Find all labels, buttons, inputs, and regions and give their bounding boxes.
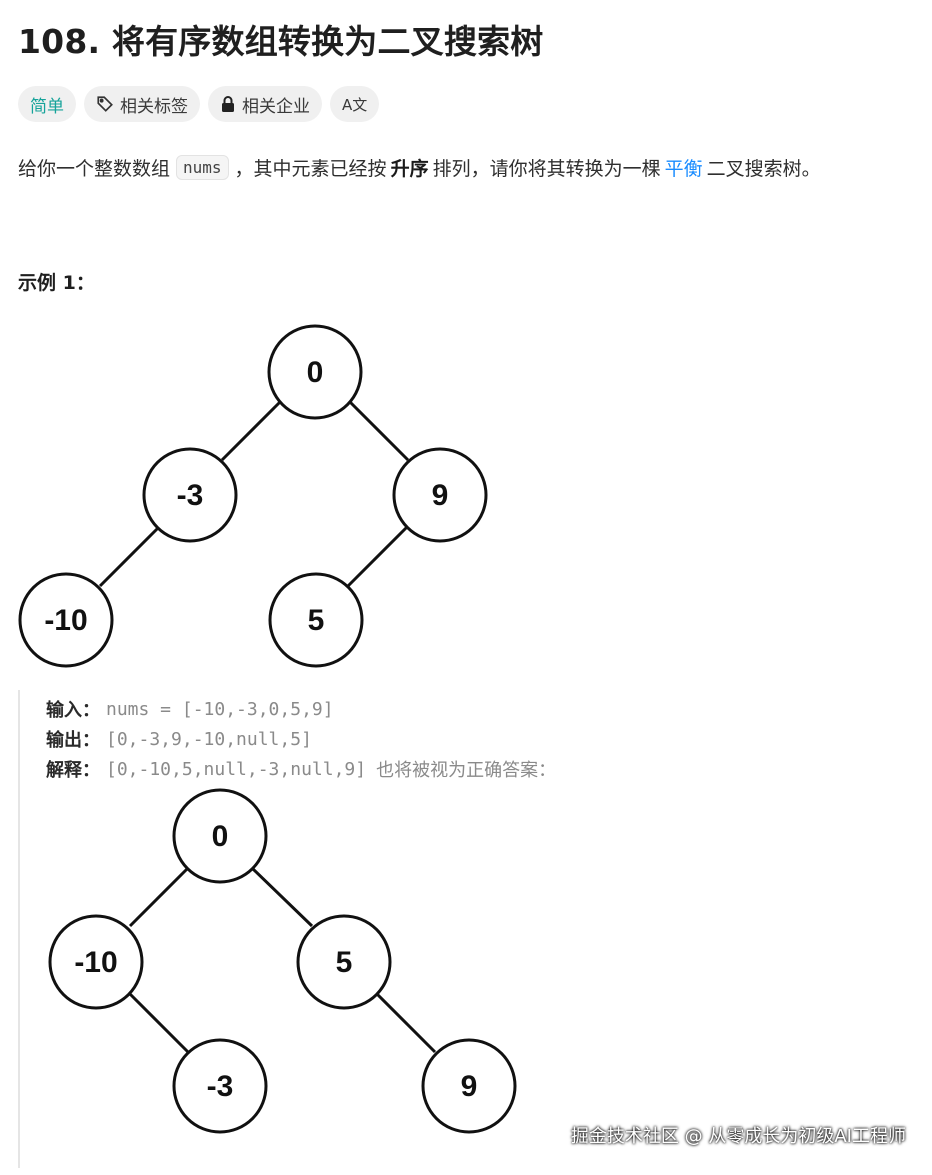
explain-line: 解释： [0,-10,5,null,-3,null,9] 也将被视为正确答案： [46,754,556,784]
tree-diagram-1: 0 -3 9 -10 5 [18,324,488,668]
description-text-2: ，其中元素已经按 [234,157,387,180]
example-io-block: 输入： nums = [-10,-3,0,5,9] 输出： [0,-3,9,-1… [18,690,910,1168]
tree-diagram-2: 0 -10 5 -3 9 [48,788,517,1134]
description-text-1: 给你一个整数数组 [18,157,171,180]
description-bold: 升序 [390,157,429,180]
description-text-4: 二叉搜索树。 [706,157,821,180]
tree2-edge-right-rightright [375,992,437,1054]
svg-text:5: 5 [336,946,353,979]
input-label: 输入： [46,700,100,721]
balanced-link[interactable]: 平衡 [664,157,703,180]
svg-text:0: 0 [212,820,229,853]
related-tags-label: 相关标签 [120,96,188,117]
related-companies-button[interactable]: 相关企业 [208,86,322,122]
svg-text:-10: -10 [74,946,117,979]
tree2-node-right: 5 [296,914,392,1010]
translate-icon: A文 [342,95,368,114]
inline-code-nums: nums [176,154,229,180]
example-title: 示例 1： [18,272,95,294]
description-text-3: 排列，请你将其转换为一棵 [432,157,661,180]
tree2-edge-left-leftright [128,992,190,1054]
svg-text:-3: -3 [207,1070,234,1103]
tree1-edge-root-right [346,398,410,462]
output-line: 输出： [0,-3,9,-10,null,5] [46,724,312,754]
explain-label: 解释： [46,760,100,781]
output-value: [0,-3,9,-10,null,5] [106,728,312,750]
problem-description: 给你一个整数数组 nums ，其中元素已经按 升序 排列，请你将其转换为一棵 平… [18,148,821,186]
tree1-edge-right-rightleft [346,524,410,588]
tree2-node-left: -10 [48,914,144,1010]
tree1-edge-root-left [220,398,284,462]
explain-value: [0,-10,5,null,-3,null,9] [106,758,367,780]
related-companies-label: 相关企业 [242,96,310,117]
tree1-edge-left-leftleft [98,524,162,588]
tree1-node-root: 0 [267,324,363,420]
tree1-node-left-left: -10 [18,572,114,668]
tree2-node-right-right: 9 [421,1038,517,1134]
tree2-node-left-right: -3 [172,1038,268,1134]
svg-text:9: 9 [461,1070,478,1103]
tree2-edge-root-left [128,866,190,928]
svg-text:-3: -3 [177,479,204,512]
watermark-text: 掘金技术社区 @ 从零成长为初级AI工程师 [570,1126,906,1147]
tag-bar: 简单 相关标签 相关企业 A文 [18,86,380,122]
lock-icon [220,95,236,113]
tag-icon [96,95,114,113]
input-value: nums = [-10,-3,0,5,9] [106,698,334,720]
problem-title: 108. 将有序数组转换为二叉搜索树 [18,22,544,61]
tree2-edge-root-right [250,866,314,928]
related-tags-button[interactable]: 相关标签 [84,86,200,122]
svg-text:5: 5 [308,604,325,637]
translate-button[interactable]: A文 [330,86,380,122]
svg-text:9: 9 [432,479,449,512]
svg-text:-10: -10 [44,604,87,637]
difficulty-badge[interactable]: 简单 [18,86,76,122]
difficulty-label: 简单 [30,96,64,117]
svg-text:0: 0 [307,356,324,389]
input-line: 输入： nums = [-10,-3,0,5,9] [46,694,334,724]
output-label: 输出： [46,730,100,751]
explain-text: 也将被视为正确答案： [376,760,557,781]
tree1-node-right: 9 [392,447,488,543]
tree1-node-left: -3 [142,447,238,543]
tree2-node-root: 0 [172,788,268,884]
tree1-node-right-left: 5 [268,572,364,668]
